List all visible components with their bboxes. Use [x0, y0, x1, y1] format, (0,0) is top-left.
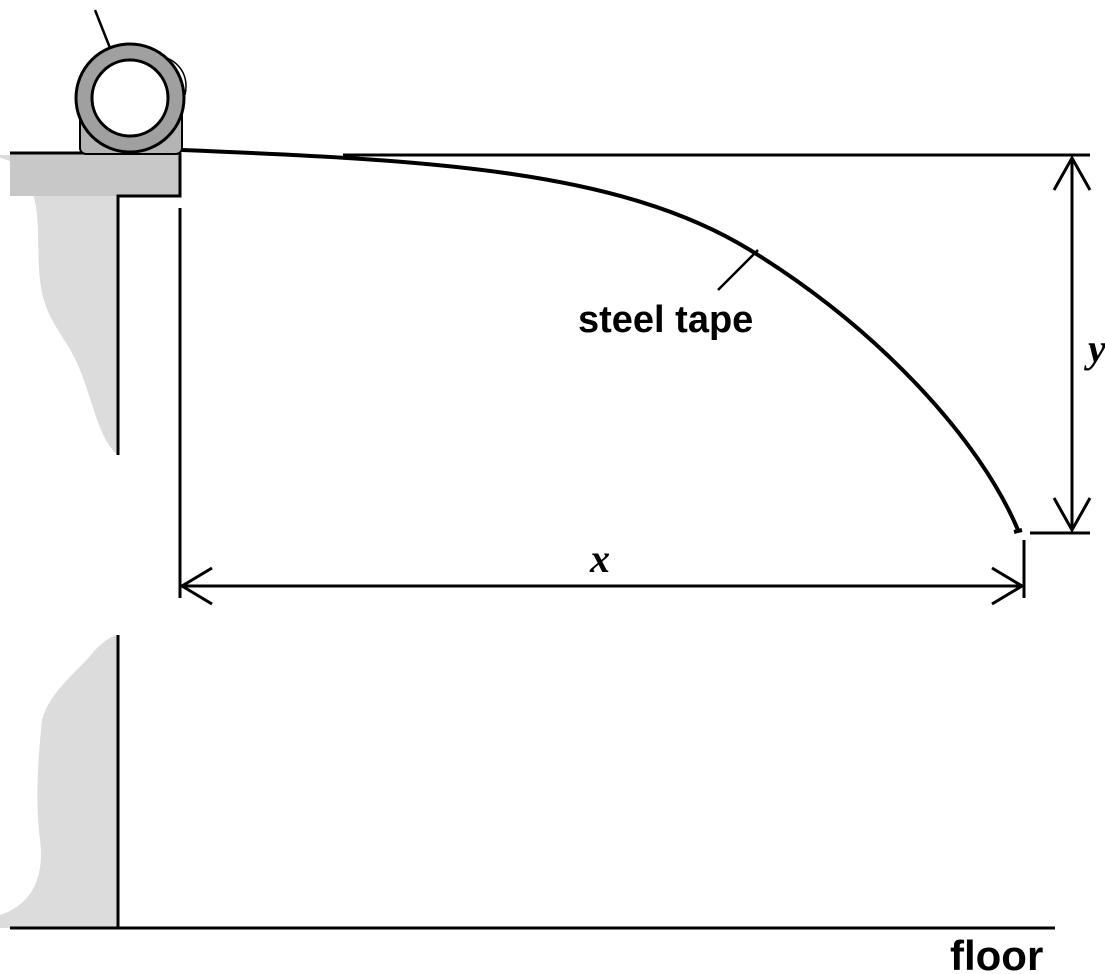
tape-label-leader — [717, 249, 759, 291]
upper-wall-shading — [0, 155, 118, 455]
tape-measure-reel-icon — [74, 9, 187, 155]
x-dimension-arrow — [179, 566, 1025, 606]
steel-tape-label: steel tape — [578, 299, 753, 341]
lower-wall-shading — [0, 635, 118, 928]
x-label: x — [589, 536, 610, 581]
steel-tape-curve — [181, 148, 1020, 531]
table-ledge — [10, 153, 180, 196]
y-label: y — [1084, 326, 1105, 371]
y-dimension-arrow — [1052, 154, 1092, 534]
tape-tip — [1013, 528, 1023, 534]
table-edge-outline — [116, 153, 182, 455]
floor-label: floor — [950, 932, 1043, 974]
